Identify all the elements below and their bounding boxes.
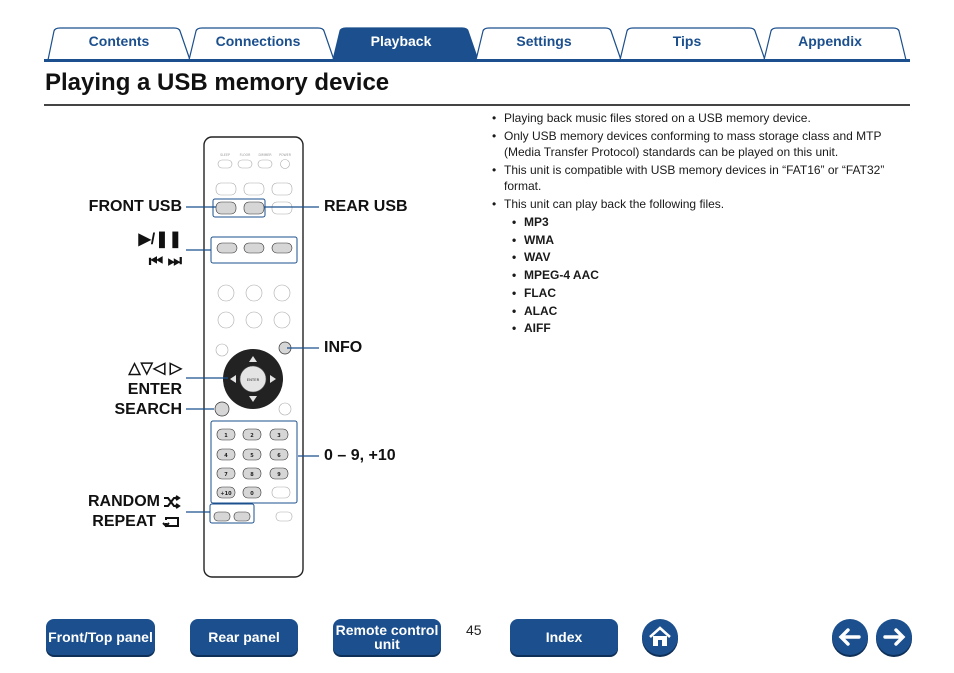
tab-contents[interactable]: Contents [88,33,150,49]
digit-key: 5 [250,453,254,459]
remote-control-illustration: SLEEP FLOOR DIMMER POWER ENTER 1 2 3 4 5 [203,136,304,578]
repeat-icon [162,514,182,535]
format-item: FLAC [512,285,599,303]
format-item: WMA [512,232,599,250]
format-list: MP3 WMA WAV MPEG-4 AAC FLAC ALAC AIFF [512,214,599,338]
digit-key: 8 [250,472,254,478]
arrow-left-icon [838,628,861,646]
digit-key: 7 [224,472,228,478]
digit-key: 2 [250,433,254,439]
callout-skip: ⏮ ⏭ [148,253,182,270]
tab-shapes [47,27,907,61]
format-item: ALAC [512,303,599,321]
back-button[interactable] [832,619,868,655]
callout-cursor: △▽◁ ▷ [128,360,182,377]
index-button[interactable]: Index [510,619,618,655]
remote-label: DIMMER [258,153,272,157]
list-item: Playing back music files stored on a USB… [490,110,910,126]
home-icon [649,626,671,646]
callout-info: INFO [324,339,363,356]
digit-key: 0 [250,491,254,497]
remote-label: FLOOR [240,153,252,157]
page-number: 45 [466,622,482,638]
tab-playback[interactable]: Playback [370,33,432,49]
format-item: WAV [512,249,599,267]
format-item: MP3 [512,214,599,232]
list-item: Only USB memory devices conforming to ma… [490,128,910,160]
callout-rear-usb: REAR USB [324,198,408,215]
callout-repeat: REPEAT [92,513,156,530]
digit-key: +10 [220,491,232,497]
home-button[interactable] [642,619,678,655]
digit-key: 1 [224,433,228,439]
tab-connections[interactable]: Connections [215,33,301,49]
digit-key: 9 [277,472,281,478]
callout-random: RANDOM [88,493,160,510]
remote-label: SLEEP [220,153,230,157]
remote-control-unit-button[interactable]: Remote control unit [333,619,441,655]
tab-bar: Contents Connections Playback Settings T… [44,27,910,61]
digit-key: 6 [277,453,281,459]
forward-button[interactable] [876,619,912,655]
format-item: MPEG-4 AAC [512,267,599,285]
callout-play-pause: ▶/❚❚ [138,231,182,248]
callout-front-usb: FRONT USB [88,198,182,215]
tab-settings[interactable]: Settings [516,33,572,49]
callout-search: SEARCH [114,401,182,418]
page-title: Playing a USB memory device [45,69,390,96]
tab-tips[interactable]: Tips [672,33,702,49]
front-top-panel-button[interactable]: Front/Top panel [46,619,155,655]
list-item: This unit is compatible with USB memory … [490,162,910,194]
callout-enter: ENTER [127,381,182,398]
callout-numbers: 0 – 9, +10 [324,447,396,464]
digit-key: 3 [277,433,281,439]
tab-underline [44,59,910,62]
arrow-right-icon [883,628,906,646]
list-item: This unit can play back the following fi… [490,196,910,212]
enter-button-label: ENTER [247,377,260,382]
intro-list: Playing back music files stored on a USB… [490,110,910,214]
remote-label: POWER [279,153,292,157]
digit-key: 4 [224,453,228,459]
rear-panel-button[interactable]: Rear panel [190,619,298,655]
title-divider [44,104,910,106]
format-item: AIFF [512,320,599,338]
shuffle-icon [163,494,181,515]
tab-appendix[interactable]: Appendix [798,33,862,49]
